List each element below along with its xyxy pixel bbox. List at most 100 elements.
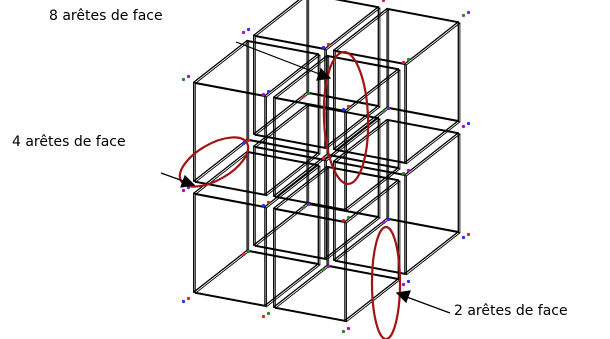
node-dot [322, 157, 325, 160]
cube-edge-inner [249, 42, 320, 55]
cube-edge-inner [195, 252, 248, 294]
node-dot [242, 142, 245, 145]
cube-edge [194, 292, 265, 305]
node-dot [247, 28, 250, 31]
node-dot [187, 75, 190, 78]
node-dot [242, 31, 245, 34]
label-four-face-edges: 4 arêtes de face [12, 134, 126, 150]
cube-edge-inner [267, 55, 320, 97]
cube-edge-inner [275, 197, 346, 210]
cube-edge [265, 54, 318, 96]
label-two-face-edges: 2 arêtes de face [454, 303, 568, 319]
lattice-edges [194, 0, 460, 322]
node-dot [407, 169, 410, 172]
cube-edge [325, 7, 378, 49]
cube-edge-inner [195, 293, 266, 306]
node-dot [322, 46, 325, 49]
cube-edge-inner [329, 267, 400, 280]
cube-edge-inner [389, 10, 460, 23]
node-dot [382, 221, 385, 224]
cube-edge-inner [407, 23, 460, 65]
node-dot [467, 122, 470, 125]
node-dot [242, 253, 245, 256]
node-dot [387, 107, 390, 110]
cube-edge-inner [389, 220, 460, 233]
cube-edge-inner [407, 233, 460, 275]
node-dot [302, 206, 305, 209]
cube-edge [387, 9, 458, 22]
cube-edge [254, 35, 325, 48]
node-dot [247, 250, 250, 253]
arrow-four-edges [161, 173, 186, 182]
node-dot [402, 283, 405, 286]
node-dot [387, 218, 390, 221]
node-dot [182, 78, 185, 81]
cube-edge-inner [249, 252, 320, 265]
cube-edge-inner [195, 84, 266, 97]
node-dot [342, 108, 345, 111]
arrow-two-edges [404, 296, 450, 313]
cube-edge [194, 41, 247, 83]
node-dot [262, 93, 265, 96]
cube-edge [405, 22, 458, 64]
cube-edge [334, 9, 387, 51]
cube-edge-inner [275, 99, 346, 112]
node-dot [407, 58, 410, 61]
cube-edge [254, 0, 307, 35]
node-dot [267, 312, 270, 315]
cube-edge-inner [255, 0, 308, 36]
cube-edge-inner [267, 265, 320, 307]
node-dot [382, 110, 385, 113]
node-dot [347, 327, 350, 330]
node-dot [467, 11, 470, 14]
cube-edge [247, 250, 318, 263]
cube-edge [194, 250, 247, 292]
node-dot [462, 236, 465, 239]
node-dot [467, 233, 470, 236]
node-dot [402, 172, 405, 175]
cube-edge-inner [255, 135, 326, 148]
cube-edge-inner [335, 52, 406, 65]
node-dot [182, 189, 185, 192]
cube-edge [274, 265, 327, 307]
node-dot [322, 268, 325, 271]
cube-edge-inner [327, 8, 380, 50]
node-dot [247, 139, 250, 142]
node-dot [182, 300, 185, 303]
node-dot [342, 219, 345, 222]
node-dot [382, 0, 385, 2]
node-dot [342, 330, 345, 333]
cube-edge-inner [309, 94, 380, 107]
cube-edge-inner [335, 220, 388, 262]
cube-edge-inner [335, 261, 406, 274]
node-dot [267, 201, 270, 204]
cube-edge [334, 218, 387, 260]
node-dot [347, 105, 350, 108]
cube-edge [325, 217, 378, 259]
cube-edge-inner [335, 150, 406, 163]
cube-edge-inner [309, 0, 380, 8]
node-dot [402, 61, 405, 64]
cube-edge [265, 264, 318, 306]
arrowhead-four-edges [181, 176, 194, 187]
node-dot [307, 92, 310, 95]
node-dot [347, 216, 350, 219]
cube-edge-inner [275, 267, 328, 309]
cube-edge [405, 232, 458, 274]
node-dot [327, 265, 330, 268]
node-dot [462, 125, 465, 128]
cube-edge [327, 265, 398, 278]
cube-edge [405, 133, 458, 175]
label-eight-face-edges: 8 arêtes de face [49, 8, 163, 24]
node-dot [327, 43, 330, 46]
node-dot [262, 204, 265, 207]
cube-edge-inner [255, 246, 326, 259]
cube-edge [274, 307, 345, 320]
cube-edge-inner [275, 308, 346, 321]
node-dot [267, 90, 270, 93]
cube-edge-inner [275, 210, 346, 223]
cube-edge-inner [329, 57, 400, 70]
node-dot [462, 14, 465, 17]
cube-edge-inner [195, 42, 248, 84]
